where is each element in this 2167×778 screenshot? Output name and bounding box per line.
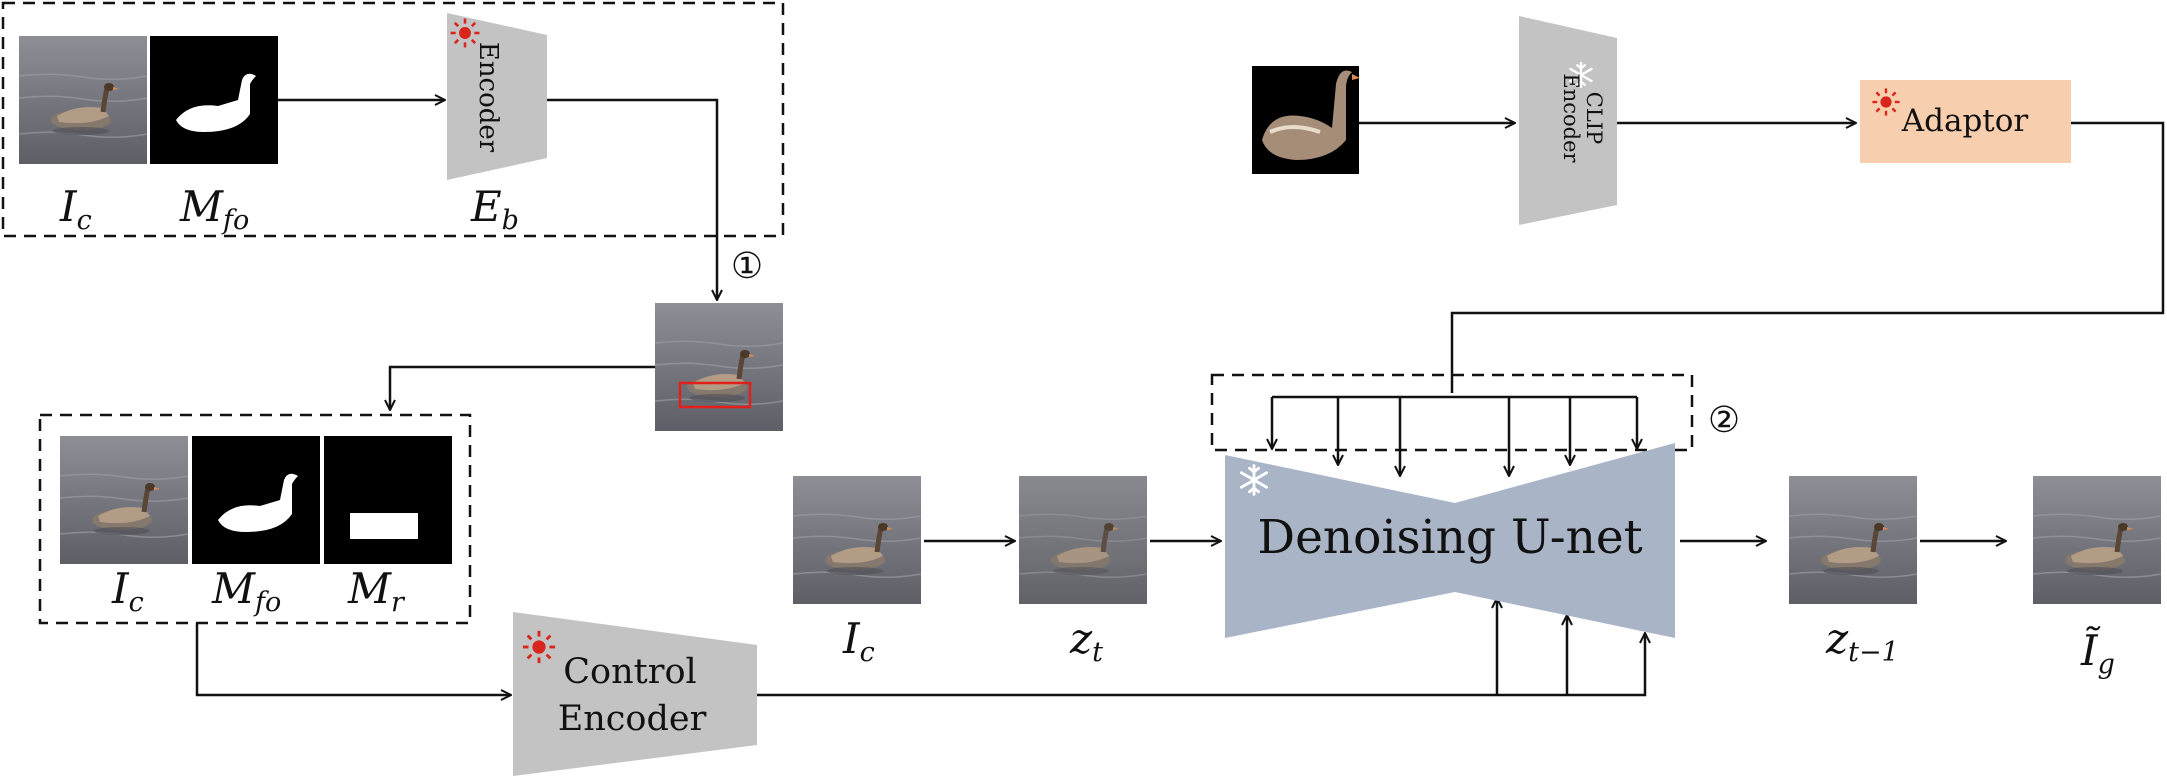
step-two-marker: ② [1708,400,1740,441]
label-mfo-top: Mfo [179,182,249,236]
arrow-bbox-to-control-inputs [390,365,655,410]
label-ig: Ĩg [2080,625,2115,680]
label-mr: Mr [347,564,406,618]
clip-encoder-label-line2: Encoder [1559,73,1583,163]
label-eb: Eb [470,182,519,236]
encoder-eb-label: Encoder [473,42,503,153]
control-image-ic [60,436,188,564]
arrow-encoder-to-bbox [547,98,717,300]
label-ic-main: Ic [842,614,875,668]
trainable-sun-icon [1871,87,1901,117]
label-ic-bottom: Ic [111,564,144,618]
trainable-sun-icon [521,629,557,665]
cross-attention-injection-box [1210,373,1694,452]
clip-encoder-block [1519,16,1617,225]
input-group-box [1,1,785,238]
adaptor-label: Adaptor [1901,103,2029,139]
region-mask-mr [324,436,452,564]
foreground-mask-mfo [150,36,278,164]
foreground-object-image [1252,66,1360,174]
denoising-unet-label: Denoising U-net [1257,510,1642,565]
input-image-ic [793,476,921,604]
label-ic-top: Ic [59,182,92,236]
control-encoder-block [513,612,757,776]
injection-arrows [1272,397,1637,476]
generated-image-ig [2033,476,2161,604]
denoising-unet-block [1225,443,1675,638]
noisy-latent-zt [1019,476,1147,604]
label-zt1: zt−1 [1825,614,1899,668]
denoised-latent-zt1 [1789,476,1917,604]
arrow-adaptor-to-unet [1450,121,2165,393]
arrow-control-to-unet-3 [757,633,1645,697]
label-mfo-bottom: Mfo [211,564,281,618]
control-encoder-label-line1: Control [563,652,696,692]
composite-image-ic [19,36,147,164]
bbox-prediction-image [655,303,783,431]
control-encoder-label-line2: Encoder [558,699,707,739]
label-zt: zt [1069,614,1103,668]
arrow-inputs-to-control-encoder [195,623,511,695]
control-mask-mfo [192,436,320,564]
clip-encoder-label-line1: CLIP [1582,92,1606,144]
step-one-marker: ① [731,246,763,287]
control-input-group-box [38,413,472,625]
encoder-eb-block [447,13,547,180]
